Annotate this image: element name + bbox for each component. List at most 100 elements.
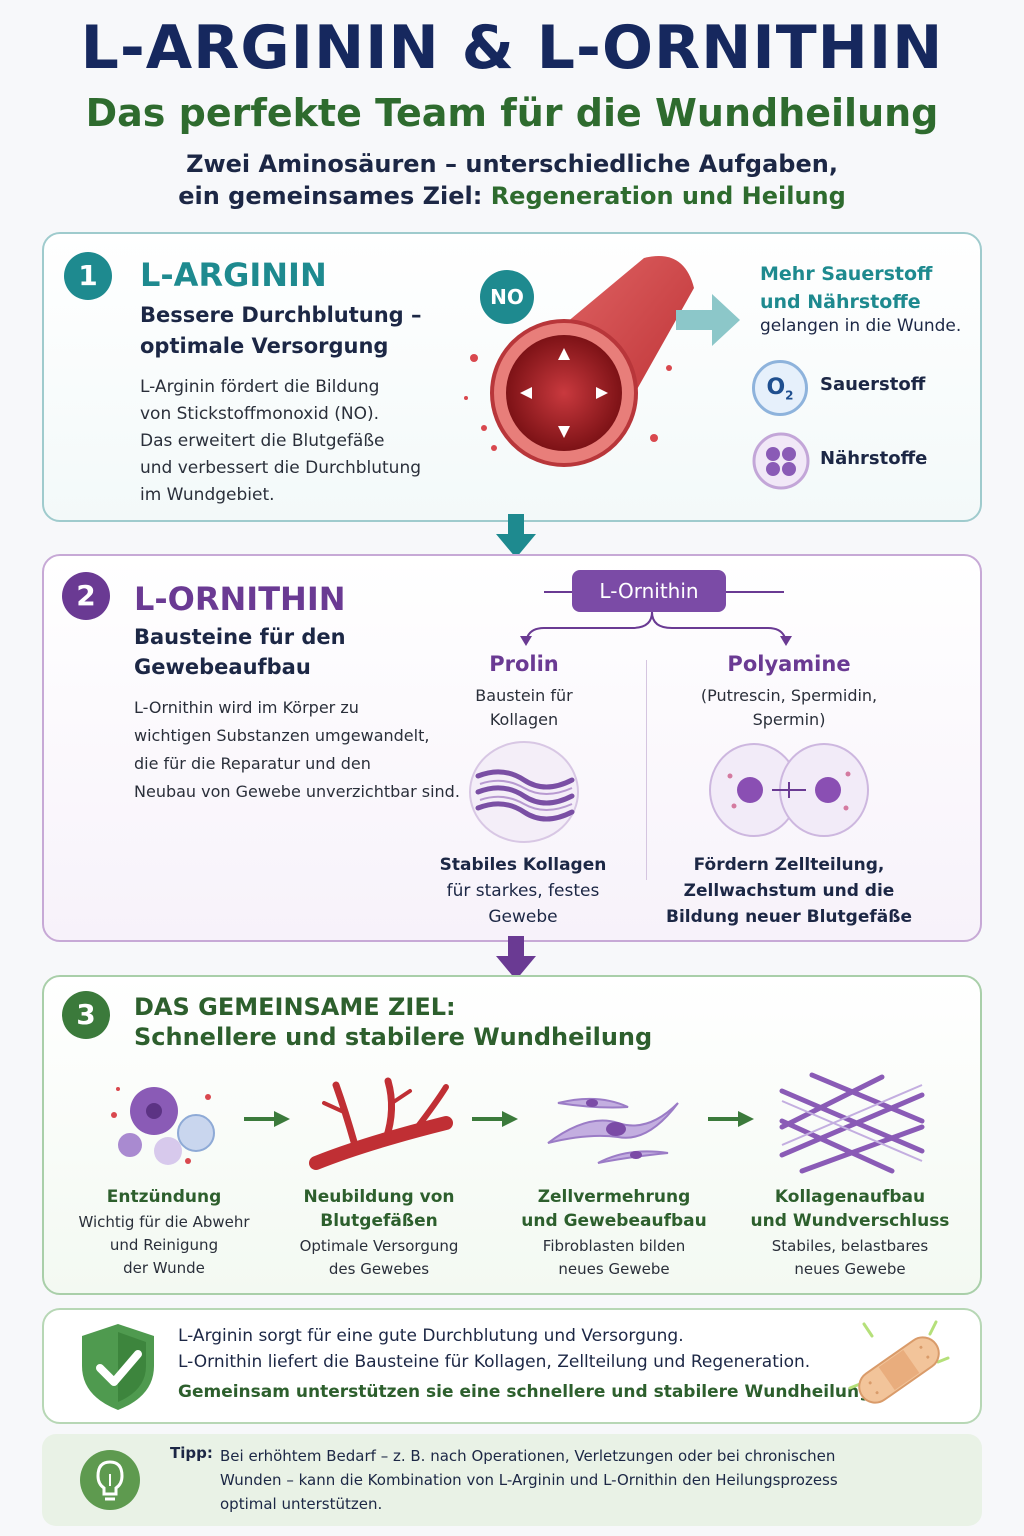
summary-line-3: Gemeinsam unterstützen sie eine schnelle… [178,1382,878,1402]
body-line: L-Ornithin wird im Körper zu [134,698,359,717]
oxygen-icon: O2 [752,360,808,416]
body-line: Neubau von Gewebe unverzichtbar sind. [134,782,460,801]
collagen-fiber-icon [469,741,579,843]
page-title: L-ARGININ & L-ORNITHIN [80,13,944,83]
polyamine-desc-line: (Putrescin, Spermidin, [700,686,878,705]
right-text: gelangen in die Wunde. [760,316,962,336]
intro-line-2: ein gemeinsames Ziel: Regeneration und H… [0,182,1024,210]
step-desc-line: Fibroblasten bilden [542,1237,686,1255]
bandage-icon [848,1320,950,1404]
prolin-result-line: für starkes, festes [446,881,600,901]
right-heading: Mehr Sauerstoff und Nährstoffe [760,260,932,316]
step-title-inflammation: Entzündung [74,1185,254,1209]
collagen-mesh-icon [779,1072,925,1174]
intro-highlight: Regeneration und Heilung [490,182,846,210]
section-title-2: Schnellere und stabilere Wundheilung [134,1023,653,1051]
prolin-desc-line: Kollagen [489,710,559,729]
step-title-proliferation: Zellvermehrung und Gewebeaufbau [514,1185,714,1233]
oxygen-subscript: 2 [785,388,794,403]
oxygen-symbol: O [766,375,786,400]
intro-line-1: Zwei Aminosäuren – unterschiedliche Aufg… [186,150,838,178]
body-line: die für die Reparatur und den [134,754,371,773]
intro-prefix: ein gemeinsames Ziel: [178,182,491,210]
section-common-goal: 3 DAS GEMEINSAME ZIEL: Schnellere und st… [42,975,982,1295]
summary-line-1: L-Arginin sorgt für eine gute Durchblutu… [178,1326,684,1346]
section-subtitle-1: Bessere Durchblutung – [140,303,422,327]
page-subtitle: Das perfekte Team für die Wundheilung [85,91,939,135]
section-title-1: DAS GEMEINSAME ZIEL: [134,993,456,1021]
section-ornithin: 2 L-ORNITHIN Bausteine für den Gewebeauf… [42,554,982,942]
polyamine-result: Fördern Zellteilung, Zellwachstum und di… [664,852,914,930]
blood-vessel-illustration [464,256,694,467]
body-line: im Wundgebiet. [140,485,275,505]
blood-vessels-icon [309,1077,453,1170]
section-number-badge: 1 [64,252,112,300]
summary-line-2: L-Ornithin liefert die Bausteine für Kol… [178,1352,811,1372]
tip-line: optimal unterstützen. [220,1495,383,1513]
prolin-desc: Baustein für Kollagen [442,684,606,732]
prolin-result-line: Stabiles Kollagen [439,855,607,875]
prolin-result: Stabiles Kollagen für starkes, festes Ge… [434,852,612,930]
right-heading-line: und Nährstoffe [760,291,921,313]
polyamine-result-line: Bildung neuer Blutgefäße [666,907,912,927]
body-line: L-Arginin fördert die Bildung [140,377,380,397]
tip-line: Bei erhöhtem Bedarf – z. B. nach Operati… [220,1447,836,1465]
step-title-line: Kollagenaufbau [774,1187,926,1207]
fibroblast-cells-icon [547,1097,679,1164]
arrow-down-icon [496,936,536,980]
section-arginin: 1 L-ARGININ Bessere Durchblutung – optim… [42,232,982,522]
tip-label: Tipp: [170,1444,213,1462]
polyamine-result-line: Fördern Zellteilung, [693,855,885,875]
body-line: Das erweitert die Blutgefäße [140,431,385,451]
section-subtitle-2: optimale Versorgung [140,334,389,358]
step-title-line: Neubildung von [303,1187,455,1207]
prolin-title: Prolin [489,652,559,676]
step-desc-line: des Gewebes [328,1260,430,1278]
right-heading-line: Mehr Sauerstoff [760,263,933,285]
step-title-line: Zellvermehrung [537,1187,691,1207]
body-line: und verbessert die Durchblutung [140,458,422,478]
step-desc-line: neues Gewebe [794,1260,906,1278]
step-desc-angiogenesis: Optimale Versorgung des Gewebes [284,1235,474,1281]
body-line: von Stickstoffmonoxid (NO). [140,404,380,424]
polyamine-title: Polyamine [727,652,851,676]
tip-text: Bei erhöhtem Bedarf – z. B. nach Operati… [220,1444,838,1516]
step-desc-collagen: Stabiles, belastbares neues Gewebe [748,1235,952,1281]
nutrients-icon [752,432,810,490]
arrow-right-icon [676,294,740,346]
branch-divider [646,660,647,880]
step-arrow-icon [708,1111,754,1127]
inflammation-icon [111,1087,215,1165]
step-desc-line: neues Gewebe [558,1260,670,1278]
polyamine-result-line: Zellwachstum und die [683,881,895,901]
tip-box: Tipp: Bei erhöhtem Bedarf – z. B. nach O… [42,1434,982,1526]
body-line: wichtigen Substanzen umgewandelt, [134,726,430,745]
step-desc-line: und Reinigung [109,1236,219,1254]
step-arrow-icon [244,1111,290,1127]
tip-line: Wunden – kann die Kombination von L-Argi… [220,1471,838,1489]
summary-box: L-Arginin sorgt für eine gute Durchblutu… [42,1308,982,1424]
oxygen-label: Sauerstoff [820,374,926,395]
polyamine-desc: (Putrescin, Spermidin, Spermin) [674,684,904,732]
section-title: L-ORNITHIN [134,580,346,618]
step-title-angiogenesis: Neubildung von Blutgefäßen [284,1185,474,1233]
step-arrow-icon [472,1111,518,1127]
section-subtitle-1: Bausteine für den [134,625,346,649]
step-desc-inflammation: Wichtig für die Abwehr und Reinigung der… [74,1211,254,1280]
section-number-badge: 2 [62,572,110,620]
step-title-line: und Wundverschluss [750,1211,950,1231]
step-desc-line: der Wunde [123,1259,205,1277]
step-desc-line: Stabiles, belastbares [771,1237,929,1255]
nutrient-label: Nährstoffe [820,448,928,469]
section-body: L-Ornithin wird im Körper zu wichtigen S… [134,694,460,806]
shield-check-icon [82,1324,154,1410]
step-desc-line: Optimale Versorgung [299,1237,459,1255]
section-number-badge: 3 [62,991,110,1039]
prolin-result-line: Gewebe [488,907,558,927]
section-body: L-Arginin fördert die Bildung von Sticks… [140,374,421,509]
prolin-desc-line: Baustein für [475,686,573,705]
cell-division-icon [709,743,869,837]
step-desc-line: Wichtig für die Abwehr [78,1213,250,1231]
step-title-line: und Gewebeaufbau [521,1211,707,1231]
step-title-collagen: Kollagenaufbau und Wundverschluss [748,1185,952,1233]
